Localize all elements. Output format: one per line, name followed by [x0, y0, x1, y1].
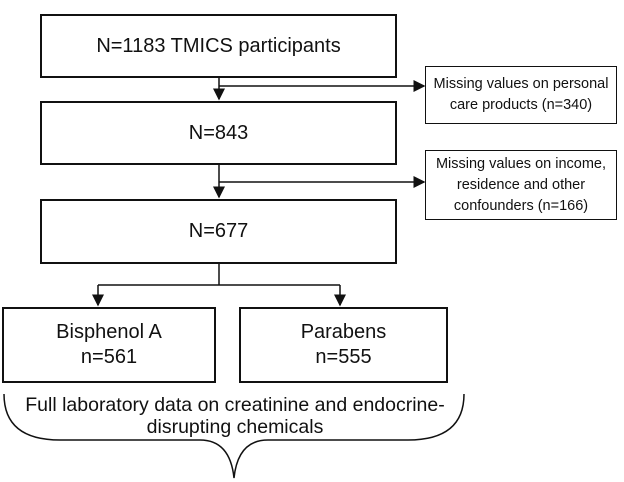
- box-parabens: Parabens n=555: [239, 307, 448, 383]
- exclusion-2-line-1: Missing values on income,: [435, 155, 607, 172]
- curly-brace: [3, 393, 465, 479]
- parabens-count: n=555: [315, 346, 372, 368]
- box-bisphenol-a: Bisphenol A n=561: [2, 307, 216, 383]
- bisphenol-count: n=561: [80, 346, 138, 368]
- box-total: N=1183 TMICS participants: [40, 14, 397, 78]
- total-label: N=1183 TMICS participants: [96, 34, 341, 57]
- footnote-line-2: disrupting chemicals: [146, 416, 324, 438]
- parabens-label: Parabens: [300, 321, 387, 343]
- box-exclusion-1: Missing values on personal care products…: [425, 66, 617, 124]
- exclusion-1-line-2: care products (n=340): [449, 97, 593, 113]
- step-2-label: N=843: [188, 121, 249, 144]
- exclusion-1-line-1: Missing values on personal: [433, 76, 609, 92]
- bisphenol-label: Bisphenol A: [56, 321, 162, 343]
- box-step-3: N=677: [40, 199, 397, 264]
- exclusion-2-line-3: confounders (n=166): [453, 197, 589, 214]
- box-exclusion-2: Missing values on income, residence and …: [425, 150, 617, 220]
- footnote: Full laboratory data on creatinine and e…: [0, 394, 470, 438]
- step-3-label: N=677: [188, 220, 249, 242]
- exclusion-2-line-2: residence and other: [456, 176, 586, 193]
- box-step-2: N=843: [40, 101, 397, 165]
- footnote-line-1: Full laboratory data on creatinine and e…: [25, 394, 445, 416]
